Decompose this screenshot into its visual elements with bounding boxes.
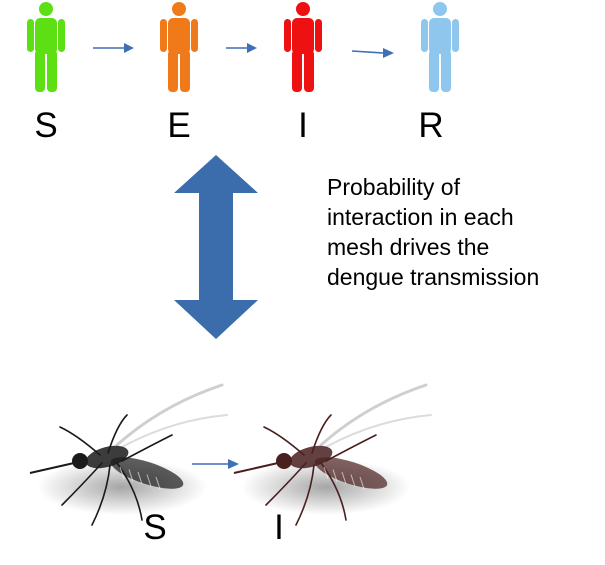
- human-state-label-s: S: [34, 106, 58, 145]
- note-line-3: mesh drives the: [327, 234, 490, 260]
- arrow-i-to-r-icon: [351, 48, 394, 58]
- human-state-label-e: E: [167, 106, 191, 145]
- human-state-label-r: R: [418, 106, 444, 145]
- mosquito-state-label-i: I: [274, 508, 284, 547]
- human-exposed-icon: [160, 2, 198, 92]
- human-state-label-i: I: [298, 106, 308, 145]
- mosquito-susceptible-icon: [29, 383, 228, 526]
- arrow-s-to-e-icon: [93, 43, 134, 53]
- note-line-2: interaction in each: [327, 204, 514, 230]
- double-arrow-icon: [174, 155, 258, 339]
- mosquito-state-label-s: S: [143, 508, 167, 547]
- mosquito-infected-icon: [233, 383, 432, 526]
- note-line-4: dengue transmission: [327, 264, 540, 290]
- human-susceptible-icon: [27, 2, 65, 92]
- arrow-e-to-i-icon: [226, 43, 257, 53]
- transmission-note: Probability of interaction in each mesh …: [327, 172, 597, 292]
- note-line-1: Probability of: [327, 174, 460, 200]
- human-infected-icon: [284, 2, 322, 92]
- human-recovered-icon: [421, 2, 459, 92]
- arrow-mosquito-s-to-i-icon: [192, 459, 239, 469]
